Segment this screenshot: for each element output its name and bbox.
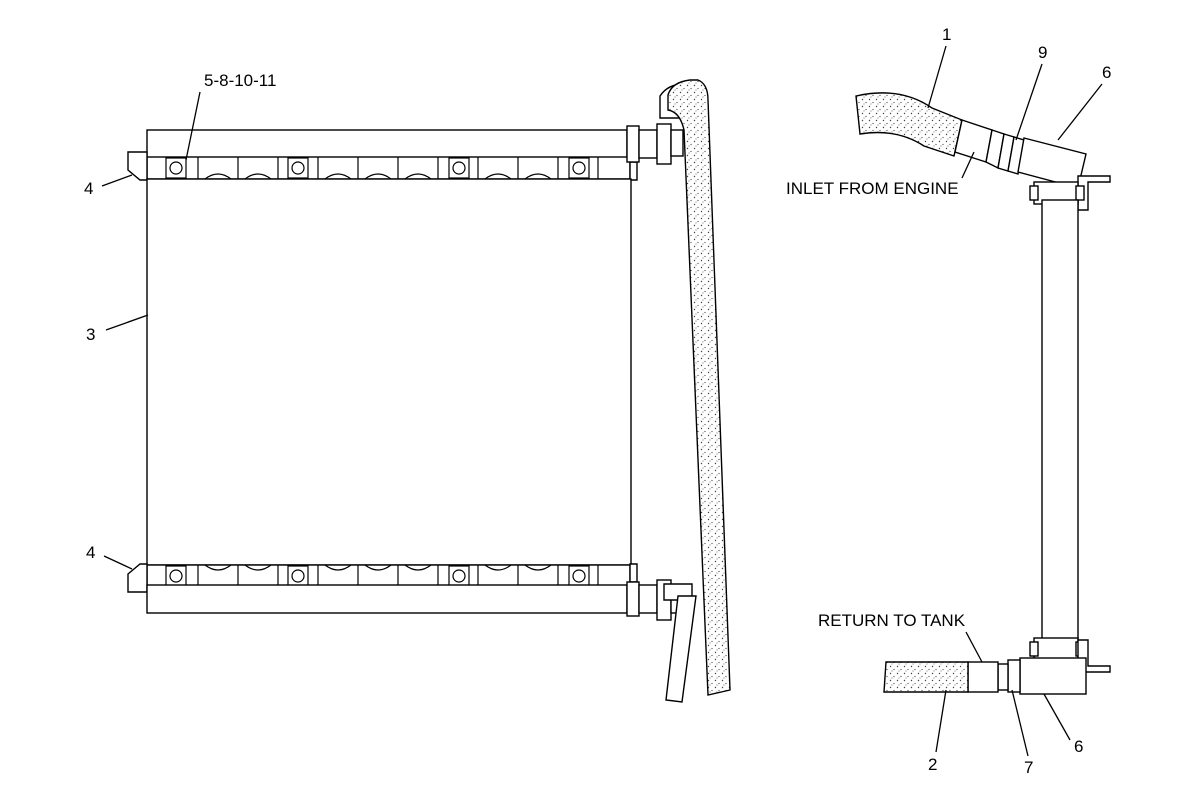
leader-1 bbox=[927, 45, 947, 109]
bottom-header-strip bbox=[146, 564, 631, 588]
cooler-core bbox=[146, 178, 632, 566]
callout-6-top: 6 bbox=[1102, 63, 1111, 82]
leader-2 bbox=[935, 689, 947, 753]
lower-hose bbox=[665, 595, 697, 703]
leader-9 bbox=[1015, 63, 1043, 141]
bottom-bolts bbox=[165, 565, 590, 587]
inlet-fittings bbox=[954, 119, 1025, 175]
right-callouts: 1 9 6 INLET FROM ENGINE RETURN TO TANK 2… bbox=[786, 25, 1111, 777]
leader-6-top bbox=[1057, 83, 1103, 141]
leader-5-8-10-11 bbox=[185, 91, 201, 161]
leader-7 bbox=[1011, 689, 1029, 757]
left-callouts: 5-8-10-11 4 3 4 bbox=[84, 71, 276, 570]
bottom-bracket bbox=[127, 563, 148, 593]
lower-clamp bbox=[1033, 637, 1079, 661]
lower-valve-block bbox=[1019, 657, 1087, 695]
leader-3 bbox=[105, 314, 149, 331]
bottom-tank bbox=[146, 584, 628, 614]
leader-4-top bbox=[101, 174, 133, 187]
top-bracket-right bbox=[629, 161, 638, 181]
return-hose bbox=[883, 661, 969, 693]
top-bracket bbox=[127, 151, 148, 181]
note-return-to-tank: RETURN TO TANK bbox=[818, 611, 966, 630]
callout-4-bottom: 4 bbox=[86, 543, 95, 562]
callout-7: 7 bbox=[1024, 758, 1033, 777]
outlet-fittings bbox=[967, 659, 1021, 693]
long-hose bbox=[667, 79, 731, 696]
bottom-bracket-right bbox=[629, 563, 638, 583]
inlet-hose bbox=[855, 92, 963, 157]
callout-2: 2 bbox=[928, 755, 937, 774]
top-bolts bbox=[165, 157, 590, 179]
callout-9: 9 bbox=[1038, 43, 1047, 62]
callout-6-bottom: 6 bbox=[1074, 737, 1083, 756]
leader-return bbox=[965, 631, 983, 663]
upper-valve-block bbox=[1017, 137, 1087, 189]
top-tank bbox=[146, 129, 628, 161]
callout-1: 1 bbox=[942, 25, 951, 44]
vertical-tube bbox=[1041, 199, 1079, 643]
top-header-strip bbox=[146, 156, 631, 180]
callout-5-8-10-11: 5-8-10-11 bbox=[204, 71, 276, 90]
note-inlet-from-engine: INLET FROM ENGINE bbox=[786, 179, 959, 198]
leader-6-bottom bbox=[1043, 693, 1071, 741]
oil-cooler-left-view bbox=[127, 79, 731, 703]
leader-inlet bbox=[961, 151, 975, 179]
callout-4-top: 4 bbox=[84, 179, 93, 198]
leader-4-bottom bbox=[103, 555, 133, 570]
plumbing-right-view bbox=[855, 92, 1111, 695]
callout-3: 3 bbox=[86, 325, 95, 344]
